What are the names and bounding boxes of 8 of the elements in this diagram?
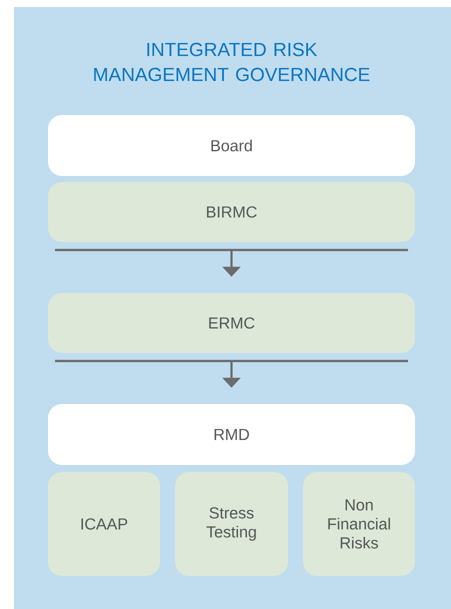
box: ERMC bbox=[48, 293, 415, 353]
box: ICAAP bbox=[48, 472, 160, 576]
box: RMD bbox=[48, 404, 415, 465]
box: Board bbox=[48, 115, 415, 176]
box: Non Financial Risks bbox=[303, 472, 415, 576]
box: BIRMC bbox=[48, 182, 415, 242]
box: Stress Testing bbox=[175, 472, 288, 576]
title: INTEGRATED RISK MANAGEMENT GOVERNANCE bbox=[94, 42, 370, 82]
